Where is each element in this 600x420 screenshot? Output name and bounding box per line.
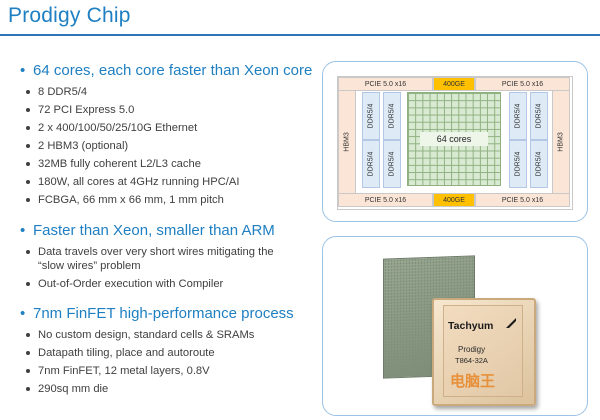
pcie-block-bottom-left: PCIE 5.0 x16 [338,193,433,207]
cores-label: 64 cores [420,132,488,146]
brand-logo-icon [506,318,516,328]
section-heading: •Faster than Xeon, smaller than ARM [20,222,275,239]
chip-part-number: T864-32A [455,356,488,365]
ge-block-top: 400GE [433,77,475,91]
ddr-block: DDR5/4 [509,140,527,188]
ddr-block: DDR5/4 [383,140,401,188]
hbm-block-right: HBM3 [552,90,570,194]
watermark: 电脑王 [450,373,496,390]
list-item: 8 DDR5/4 [20,85,312,99]
section-process: •7nm FinFET high-performance process No … [20,304,294,396]
ddr-block: DDR5/4 [530,92,548,140]
list-item: 2 HBM3 (optional) [20,139,312,153]
slide-title: Prodigy Chip [8,4,131,27]
list-item: 32MB fully coherent L2/L3 cache [20,157,312,171]
list-item: FCBGA, 66 mm x 66 mm, 1 mm pitch [20,193,312,207]
pcie-block-top-left: PCIE 5.0 x16 [338,77,433,91]
list-item: 2 x 400/100/50/25/10G Ethernet [20,121,312,135]
list-item: 290sq mm die [20,382,294,396]
section-list: Data travels over very short wires mitig… [20,245,288,291]
list-item: 180W, all cores at 4GHz running HPC/AI [20,175,312,189]
list-item: Out-of-Order execution with Compiler [20,277,288,291]
section-list: 8 DDR5/4 72 PCI Express 5.0 2 x 400/100/… [20,85,312,207]
section-speed: •Faster than Xeon, smaller than ARM Data… [20,221,288,291]
chip-brand-text: Tachyum [448,320,494,332]
pcie-block-bottom-right: PCIE 5.0 x16 [475,193,570,207]
list-item: Data travels over very short wires mitig… [20,245,288,273]
section-list: No custom design, standard cells & SRAMs… [20,328,294,396]
ge-block-bottom: 400GE [433,193,475,207]
ddr-block: DDR5/4 [383,92,401,140]
section-heading: •64 cores, each core faster than Xeon co… [20,62,313,79]
list-item: 7nm FinFET, 12 metal layers, 0.8V [20,364,294,378]
chip-lid [443,305,523,397]
chip-model-text: Prodigy [458,345,486,354]
section-cores: •64 cores, each core faster than Xeon co… [20,61,312,207]
section-heading: •7nm FinFET high-performance process [20,305,294,322]
list-item: No custom design, standard cells & SRAMs [20,328,294,342]
ddr-block: DDR5/4 [362,92,380,140]
list-item: Datapath tiling, place and autoroute [20,346,294,360]
title-divider [0,34,600,36]
hbm-block-left: HBM3 [338,90,356,194]
ddr-block: DDR5/4 [509,92,527,140]
list-item: 72 PCI Express 5.0 [20,103,312,117]
ddr-block: DDR5/4 [530,140,548,188]
ddr-block: DDR5/4 [362,140,380,188]
pcie-block-top-right: PCIE 5.0 x16 [475,77,570,91]
